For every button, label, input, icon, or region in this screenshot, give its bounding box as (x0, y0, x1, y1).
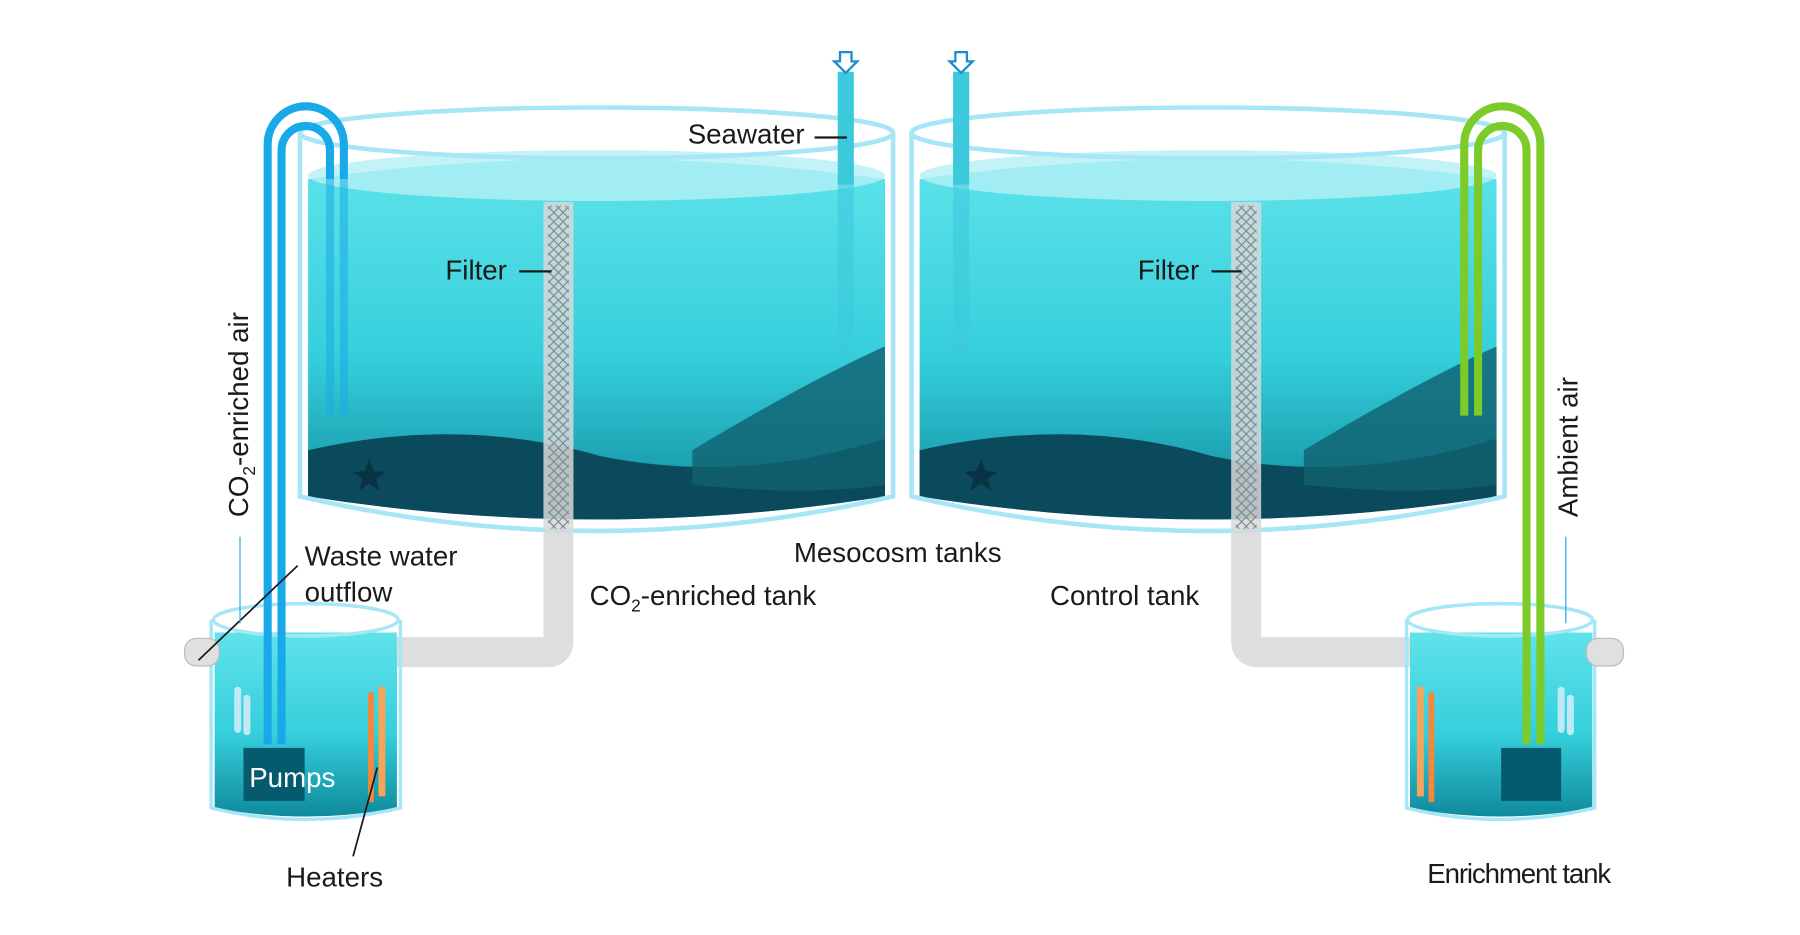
co2-enriched-tank-label: CO2-enriched tank (590, 580, 817, 616)
filter-label-right: Filter (1138, 254, 1200, 285)
ambient-air-label: Ambient air (1552, 377, 1583, 517)
seawater-inlet-left (831, 50, 861, 358)
drain-pipe-right (1231, 202, 1414, 668)
arrow-down-icon (946, 50, 976, 75)
seawater-inlet-right (946, 50, 976, 358)
mesocosm-tanks-label: Mesocosm tanks (794, 537, 1002, 568)
heater (1428, 692, 1435, 803)
pumps-label: Pumps (249, 762, 335, 793)
pump-box (1501, 747, 1562, 801)
seastar-icon (353, 459, 386, 491)
heater (1416, 686, 1424, 797)
heater (378, 686, 386, 797)
pump-box (243, 747, 305, 801)
enrichment-tank-label: Enrichment tank (1427, 858, 1611, 889)
enrichment-tank (1404, 601, 1625, 822)
arrow-down-icon (831, 50, 861, 75)
filter-left (548, 205, 569, 529)
control-tank-label: Control tank (1050, 580, 1199, 611)
filter-right (1235, 205, 1257, 529)
co2-enriched-mesocosm-tank (297, 105, 896, 534)
seastar-icon (964, 459, 997, 491)
waste-water-label: Waste water (305, 541, 458, 572)
ambient-air-pipes (1460, 102, 1545, 745)
waste-water-label-line2: outflow (305, 576, 394, 607)
seawater-label: Seawater (688, 118, 805, 149)
drain-pipe-left (392, 202, 574, 668)
heaters-label: Heaters (286, 861, 383, 892)
filter-label-left: Filter (445, 254, 507, 285)
control-mesocosm-tank (909, 105, 1507, 534)
co2-enriched-air-label: CO2-enriched air (223, 312, 259, 517)
co2-air-pipes (263, 102, 348, 745)
heater (368, 692, 374, 803)
